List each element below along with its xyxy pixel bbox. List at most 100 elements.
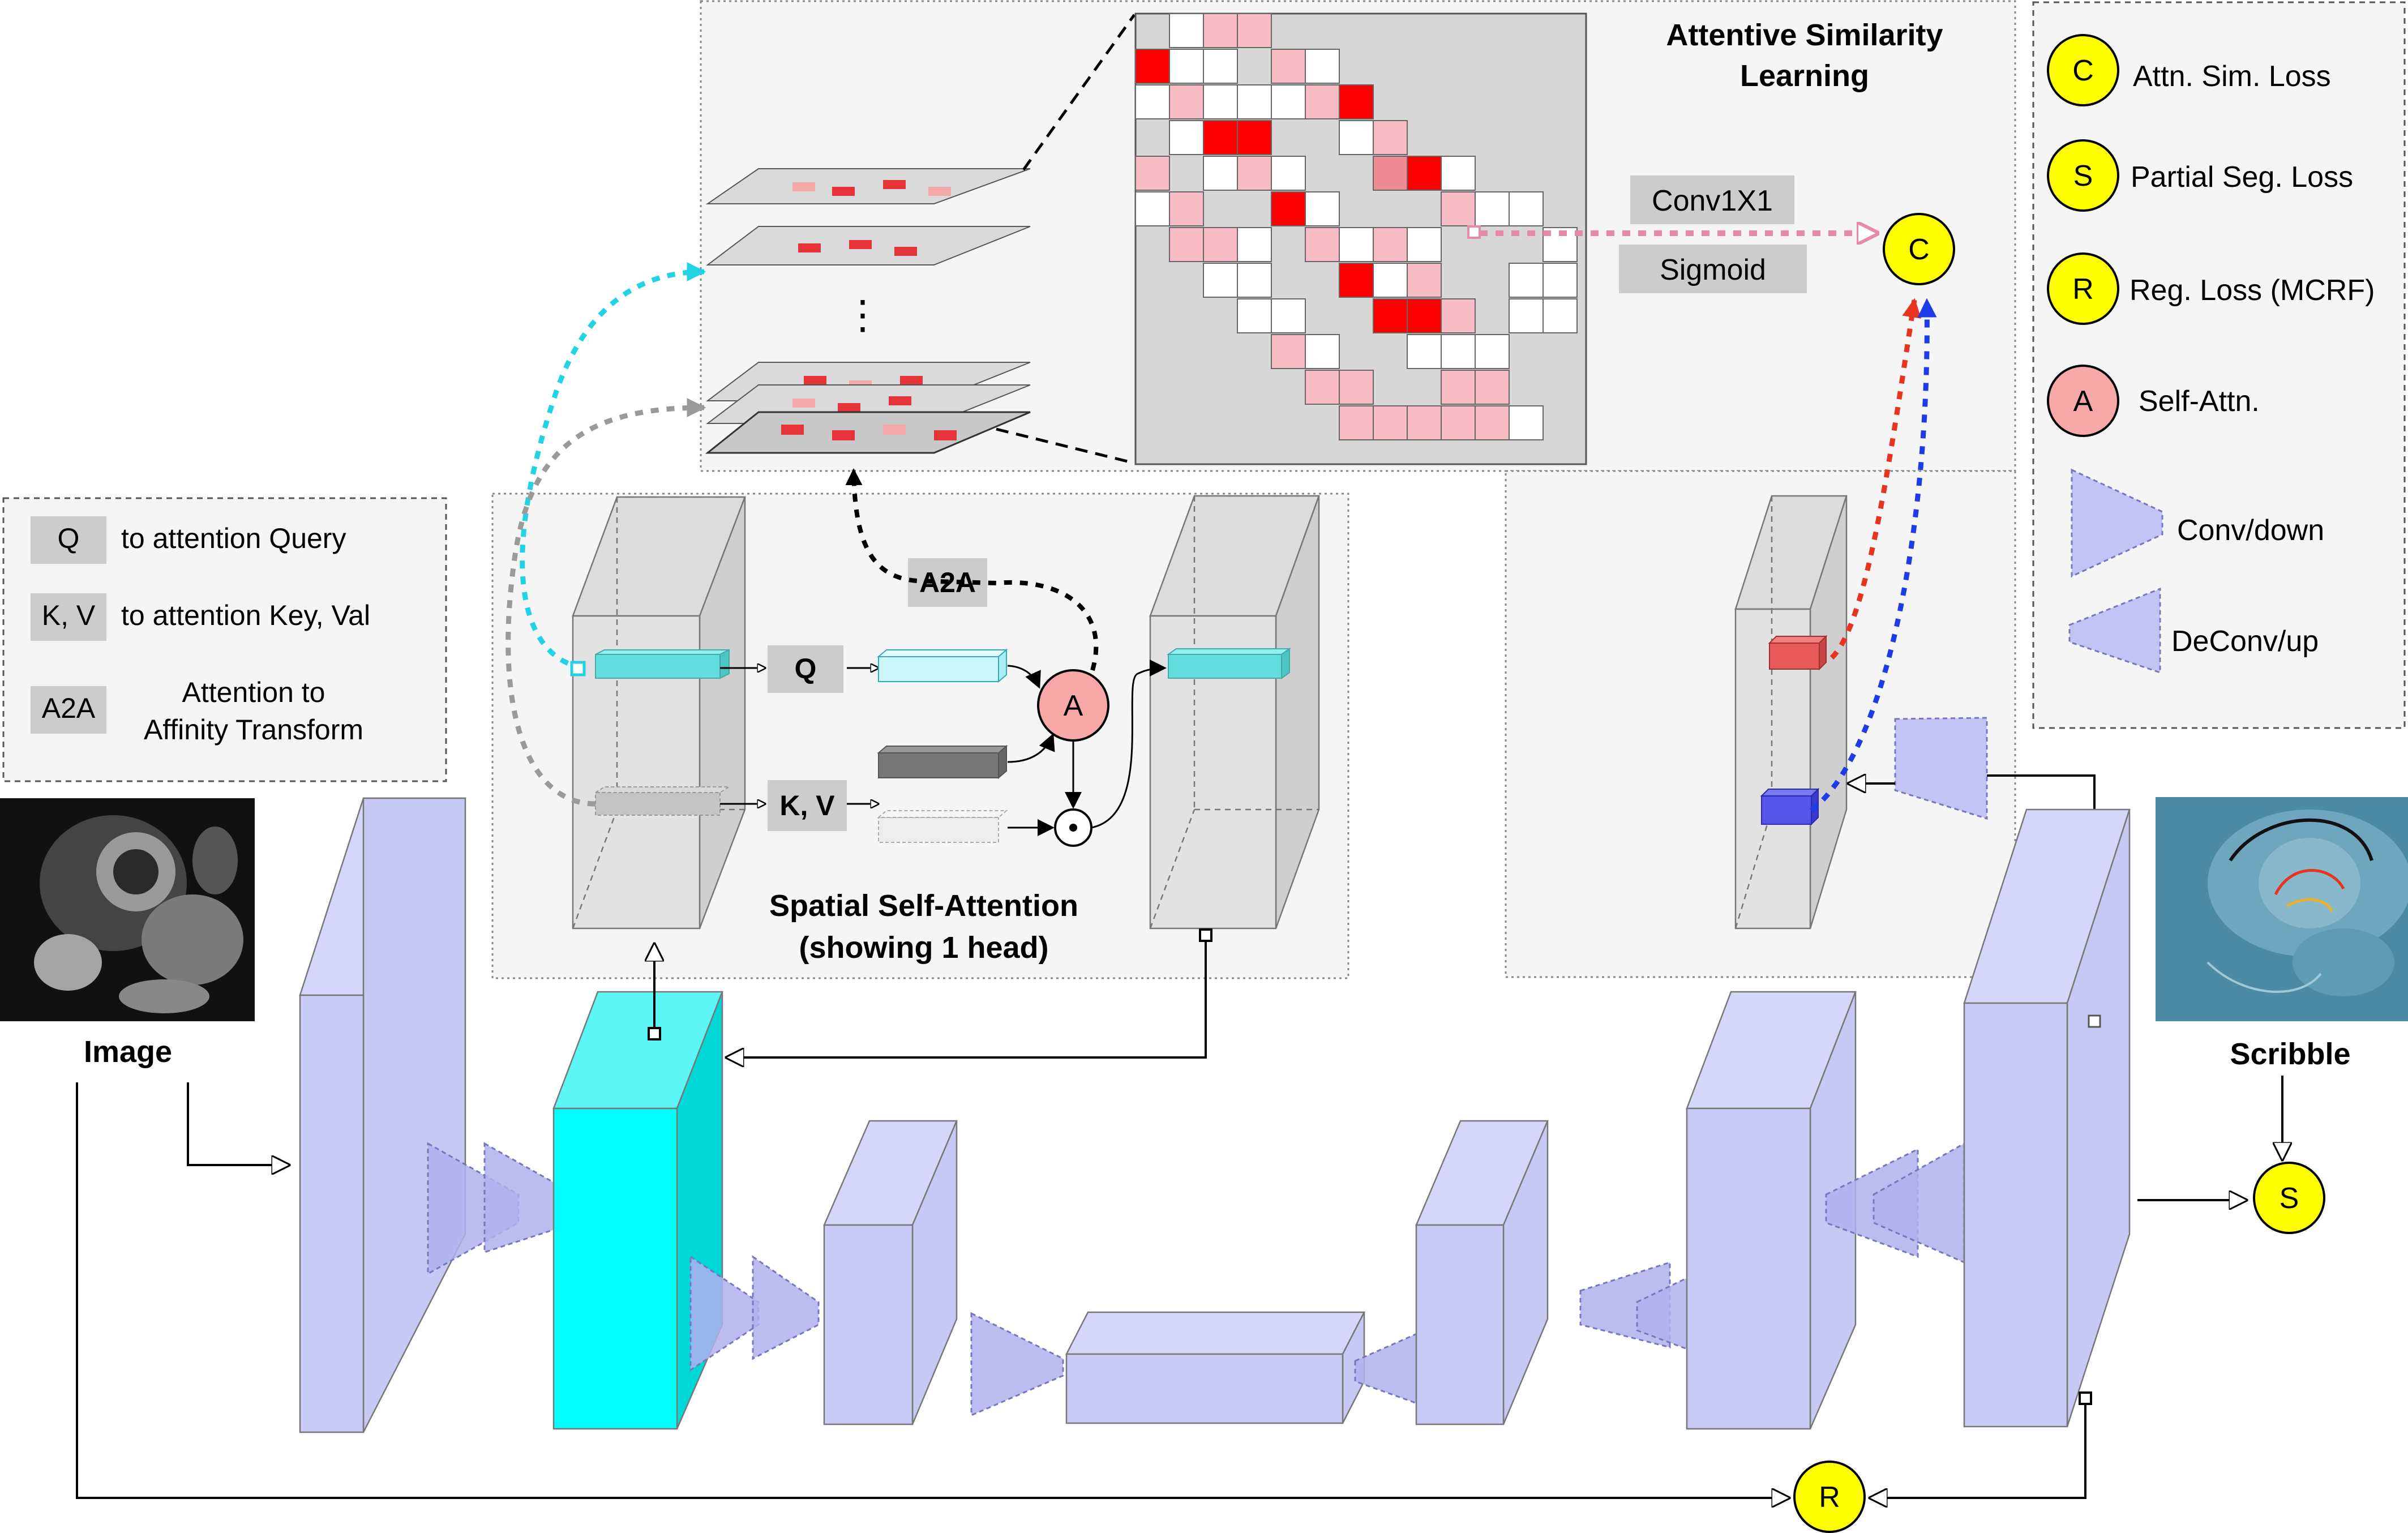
conv1x1-box <box>1630 175 1794 224</box>
affinity-cell <box>1203 227 1238 262</box>
affinity-cell <box>1339 84 1374 119</box>
affinity-cell <box>1169 227 1204 262</box>
conv-down-arrow <box>689 1255 760 1372</box>
c-loss-label: C <box>1908 233 1930 266</box>
legend-kv-key: K, V <box>42 600 96 631</box>
legend-s-symbol: S <box>2073 160 2093 192</box>
conv-down-arrow <box>427 1142 520 1275</box>
key-vector <box>877 744 1008 780</box>
affinity-cell <box>1271 191 1306 226</box>
affinity-cell <box>1441 334 1476 369</box>
legend-c-circle <box>2047 34 2119 106</box>
affinity-cell <box>1169 191 1204 226</box>
affinity-cell <box>1237 263 1272 298</box>
affinity-cell <box>1407 298 1442 333</box>
legend-q-key: Q <box>58 523 80 554</box>
legend-left: Q to attention Query K, V to attention K… <box>31 516 370 746</box>
affinity-cell <box>1169 120 1204 155</box>
value-vector <box>877 810 1008 843</box>
attention-node-label: A <box>1064 690 1083 722</box>
attention-map-layer <box>706 226 1031 266</box>
s-loss-node <box>2253 1162 2325 1234</box>
sigmoid-label: Sigmoid <box>1660 254 1766 286</box>
decoder-block-1 <box>1963 808 2131 1428</box>
conv-down-arrow <box>483 1142 576 1254</box>
affinity-cell <box>1373 227 1408 262</box>
affinity-cell <box>1203 156 1238 191</box>
legend-q-swatch <box>31 516 106 564</box>
cyan-tap-marker <box>648 1027 661 1040</box>
a2a-dotted-arrow <box>845 468 1099 671</box>
decoder-block-3 <box>1415 1120 1549 1425</box>
affinity-cell <box>1441 370 1476 405</box>
legend-q-desc: to attention Query <box>121 523 346 554</box>
affinity-cell <box>1339 405 1374 440</box>
affinity-cell <box>1339 263 1374 298</box>
query-vector <box>877 648 1008 683</box>
asl-deconv-shape <box>1894 717 1988 820</box>
decoder-to-r-arrow <box>1870 1404 2086 1498</box>
kv-box-label: K, V <box>779 790 835 821</box>
query-to-a-arrow <box>1007 665 1041 689</box>
attention-map-layer <box>705 411 1031 454</box>
c-loss-node <box>1883 213 1955 285</box>
legend-right-panel <box>2032 1 2406 729</box>
encoder-block-3 <box>823 1120 958 1425</box>
affinity-cell <box>1407 227 1442 262</box>
affinity-cell <box>1407 405 1442 440</box>
kv-box <box>768 780 847 831</box>
legend-a2a-swatch <box>31 686 106 734</box>
affinity-cell <box>1237 13 1272 48</box>
attention-map-stack: ⋮ <box>705 168 1031 454</box>
attention-input-volume <box>572 496 746 930</box>
affinity-cell <box>1475 191 1510 226</box>
red-dotted-arrow <box>1829 298 1922 660</box>
image-label: Image <box>84 1035 172 1069</box>
affinity-cell <box>1203 120 1238 155</box>
affinity-cell <box>1543 263 1578 298</box>
affinity-cell <box>1407 263 1442 298</box>
affinity-cell <box>1237 156 1272 191</box>
attention-to-cyan-arrow <box>727 941 1207 1057</box>
affinity-cell <box>1203 49 1238 84</box>
legend-deconv-label: DeConv/up <box>2171 625 2319 658</box>
encoder-block-1 <box>299 797 466 1433</box>
affinity-cell <box>1271 156 1306 191</box>
affinity-cell <box>1271 298 1306 333</box>
scribble-image <box>2156 797 2408 1021</box>
legend-a-symbol: A <box>2073 385 2093 418</box>
zoom-connector-bottom <box>996 427 1135 465</box>
blue-dotted-arrow <box>1810 298 1937 813</box>
affinity-cell <box>1305 227 1340 262</box>
legend-s-label: Partial Seg. Loss <box>2131 161 2353 194</box>
affinity-cell <box>1373 298 1408 333</box>
sigmoid-box <box>1619 245 1807 293</box>
affinity-cell <box>1203 263 1238 298</box>
attention-output-volume <box>1149 495 1320 930</box>
attention-map-layer <box>705 168 1031 204</box>
zoom-connector-top <box>1022 14 1136 171</box>
affinity-cell <box>1237 227 1272 262</box>
affinity-cell <box>1543 298 1578 333</box>
product-node-dot <box>1069 824 1077 832</box>
affinity-cell <box>1135 156 1170 191</box>
conv-down-arrow <box>970 1312 1064 1417</box>
affinity-cell <box>1407 334 1442 369</box>
asl-title-1: Attentive Similarity <box>1666 18 1943 52</box>
legend-c-symbol: C <box>2072 54 2094 87</box>
image-to-encoder-arrow <box>187 1082 289 1165</box>
legend-right: C Attn. Sim. Loss S Partial Seg. Loss R … <box>2047 34 2375 674</box>
affinity-cell <box>1305 370 1340 405</box>
pink-source-marker <box>1467 225 1481 239</box>
affinity-cell <box>1169 13 1204 48</box>
legend-a2a-desc-1: Attention to <box>182 676 325 708</box>
affinity-cell <box>1237 120 1272 155</box>
kv-to-maps-grey-arrow <box>505 398 706 807</box>
affinity-cell <box>1305 191 1340 226</box>
scribble-label: Scribble <box>2230 1037 2350 1071</box>
legend-deconv-shape <box>2068 587 2161 674</box>
key-to-a-arrow <box>1007 733 1055 763</box>
affinity-cell <box>1441 191 1476 226</box>
asl-title-2: Learning <box>1740 59 1869 93</box>
